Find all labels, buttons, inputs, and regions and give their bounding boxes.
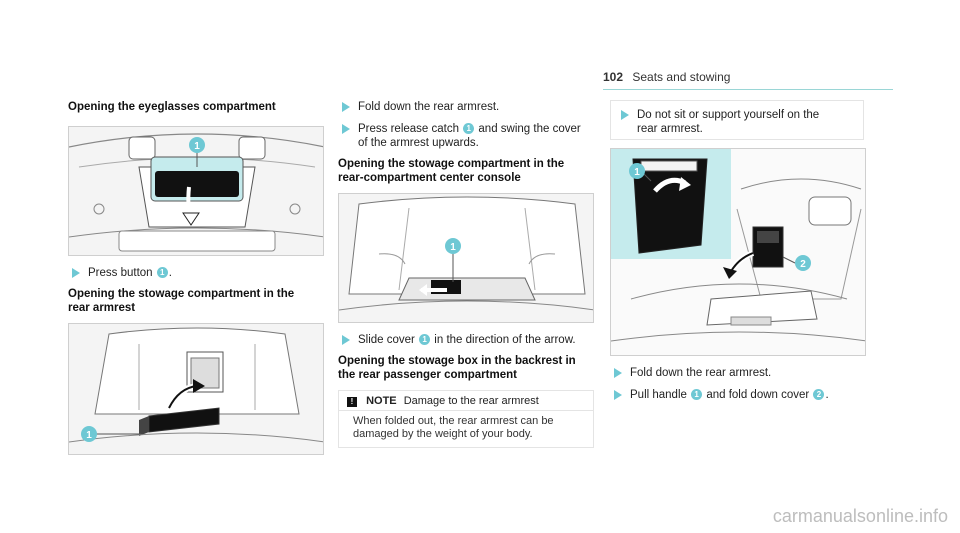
armrest-illustration: 1 — [69, 324, 323, 454]
figure-backrest-box: 1 2 — [610, 148, 866, 356]
step-press-release-catch: Press release catch 1 and swing the cove… — [338, 122, 594, 150]
badge-1: 1 — [691, 389, 703, 400]
col3-step-block: Fold down the rear armrest. Pull handle … — [610, 366, 866, 402]
section-title: Seats and stowing — [632, 70, 731, 84]
note-header: ! NOTE Damage to the rear armrest — [339, 391, 593, 411]
callout-1-label: 1 — [634, 167, 640, 178]
heading-center-console: Opening the stowage compartment in the r… — [338, 158, 565, 184]
figure-eyeglasses-compartment: 1 — [68, 126, 324, 256]
backrest-box-illustration: 1 2 — [611, 149, 865, 355]
exclamation-icon: ! — [347, 397, 357, 407]
heading-eyeglasses: Opening the eyeglasses compartment — [68, 101, 276, 113]
callout-1-label: 1 — [450, 242, 456, 253]
step-arrow-icon — [342, 124, 350, 134]
step-arrow-icon — [621, 110, 629, 120]
page-header: 102 Seats and stowing — [603, 70, 893, 90]
col2-step-block: Slide cover 1 in the direction of the ar… — [338, 333, 594, 382]
step-pull-handle: Pull handle 1 and fold down cover 2. — [610, 388, 866, 402]
badge-1: 1 — [419, 334, 431, 345]
callout-1 — [189, 137, 205, 153]
callout-1 — [81, 426, 97, 442]
step-arrow-icon — [72, 268, 80, 278]
callout-1 — [445, 238, 461, 254]
callout-2-label: 2 — [800, 259, 806, 270]
watermark: carmanualsonline.info — [772, 506, 948, 526]
step-press-button: Press button 1. — [68, 266, 324, 280]
step-arrow-icon — [342, 335, 350, 345]
warning-box: Do not sit or support yourself on the re… — [610, 100, 864, 140]
step-fold-down-armrest: Fold down the rear armrest. — [338, 100, 594, 114]
center-console-illustration: 1 — [339, 194, 593, 322]
note-body: When folded out, the rear armrest can be… — [353, 415, 554, 440]
step-arrow-icon — [614, 368, 622, 378]
note-label: NOTE — [366, 395, 397, 407]
callout-1 — [629, 163, 645, 179]
callout-2 — [795, 255, 811, 271]
page-number: 102 — [603, 70, 624, 84]
column-2: Fold down the rear armrest. Press releas… — [338, 100, 594, 185]
callout-1-label: 1 — [86, 430, 92, 441]
heading-backrest-box: Opening the stowage box in the backrest … — [338, 355, 576, 381]
column-1: Opening the eyeglasses compartment — [68, 100, 324, 114]
badge-1: 1 — [463, 123, 475, 134]
step-arrow-icon — [342, 102, 350, 112]
warning-text: Do not sit or support yourself on the re… — [617, 108, 819, 136]
step-slide-cover: Slide cover 1 in the direction of the ar… — [338, 333, 594, 347]
step-arrow-icon — [614, 390, 622, 400]
badge-1: 1 — [156, 267, 168, 278]
eyeglasses-illustration: 1 — [69, 127, 323, 255]
step-fold-down-armrest-2: Fold down the rear armrest. — [610, 366, 866, 380]
note-title: Damage to the rear armrest — [403, 395, 539, 407]
callout-1-label: 1 — [194, 141, 200, 152]
figure-center-console: 1 — [338, 193, 594, 323]
col1-step-block: Press button 1. Opening the stowage comp… — [68, 266, 324, 315]
figure-armrest-compartment: 1 — [68, 323, 324, 455]
note-box: ! NOTE Damage to the rear armrest When f… — [338, 390, 594, 448]
badge-2: 2 — [813, 389, 825, 400]
heading-armrest-compartment: Opening the stowage compartment in the r… — [68, 288, 295, 314]
